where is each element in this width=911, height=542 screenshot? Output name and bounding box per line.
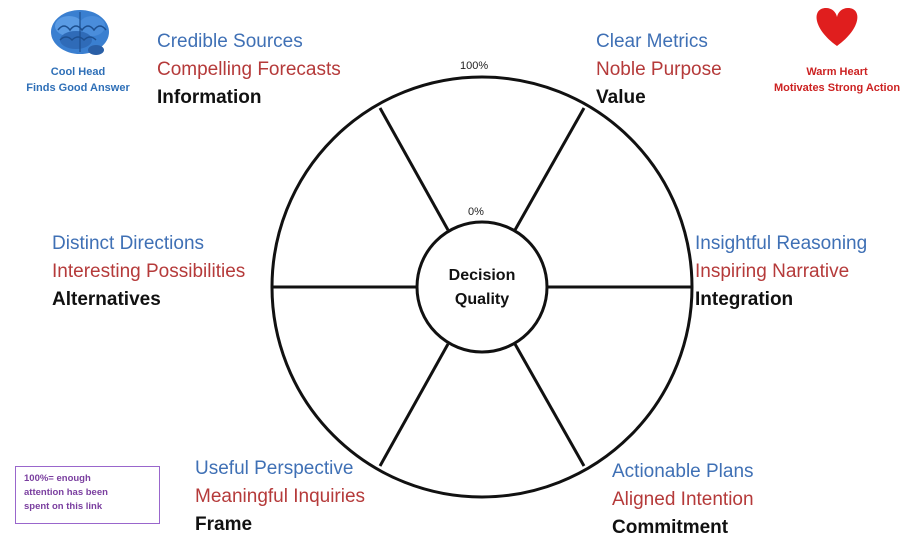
integration-line-1: Insightful Reasoning: [695, 233, 868, 254]
attention-note: 100%= enough attention has been spent on…: [15, 466, 160, 524]
spoke-information: [378, 107, 450, 231]
frame-line-2: Meaningful Inquiries: [195, 486, 366, 507]
commitment-line-1: Actionable Plans: [612, 461, 754, 482]
segment-commitment: Actionable Plans Aligned Intention Commi…: [612, 458, 754, 542]
cool-head-line-2: Finds Good Answer: [26, 82, 130, 94]
value-line-1: Clear Metrics: [596, 31, 708, 52]
cool-head-caption: Cool Head Finds Good Answer: [8, 64, 148, 96]
alternatives-line-1: Distinct Directions: [52, 233, 205, 254]
frame-title: Frame: [195, 514, 253, 535]
integration-line-2: Inspiring Narrative: [695, 261, 850, 282]
segment-integration: Insightful Reasoning Inspiring Narrative…: [695, 230, 867, 314]
information-line-1: Credible Sources: [157, 31, 303, 52]
scale-min-label: 0%: [468, 206, 484, 218]
alternatives-line-2: Interesting Possibilities: [52, 261, 246, 282]
warm-heart-line-2: Motivates Strong Action: [773, 82, 901, 94]
brain-icon: [51, 10, 109, 55]
alternatives-title: Alternatives: [52, 289, 161, 310]
warm-heart-caption: Warm Heart Motivates Strong Action: [762, 64, 911, 96]
scale-max-label: 100%: [460, 60, 489, 72]
value-line-2: Noble Purpose: [596, 59, 722, 80]
center-label: Decision Quality: [448, 267, 516, 308]
frame-line-1: Useful Perspective: [195, 458, 354, 479]
warm-heart-line-1: Warm Heart: [806, 66, 868, 78]
segment-alternatives: Distinct Directions Interesting Possibil…: [52, 230, 245, 314]
cool-head-line-1: Cool Head: [50, 66, 106, 78]
spoke-value: [513, 107, 586, 231]
spokes: [272, 107, 692, 467]
information-line-2: Compelling Forecasts: [157, 59, 341, 80]
commitment-line-2: Aligned Intention: [612, 489, 754, 510]
heart-icon: [816, 8, 858, 46]
spoke-frame: [378, 343, 450, 467]
commitment-title: Commitment: [612, 517, 729, 538]
value-title: Value: [596, 87, 646, 108]
spoke-commitment: [513, 343, 586, 467]
segment-information: Credible Sources Compelling Forecasts In…: [157, 28, 341, 112]
segment-value: Clear Metrics Noble Purpose Value: [596, 28, 722, 112]
integration-title: Integration: [695, 289, 794, 310]
center-circle: [415, 220, 549, 354]
segment-frame: Useful Perspective Meaningful Inquiries …: [195, 455, 365, 539]
information-title: Information: [157, 87, 262, 108]
